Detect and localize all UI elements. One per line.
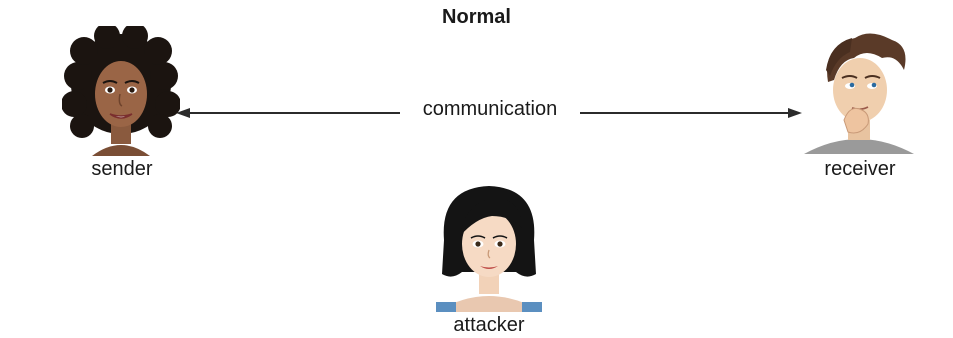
receiver-label: receiver xyxy=(824,158,896,180)
attacker-label: attacker xyxy=(453,314,525,336)
sender-label: sender xyxy=(91,158,153,180)
attacker-avatar xyxy=(430,180,548,312)
receiver-avatar xyxy=(800,24,918,154)
woman-curly-hair-avatar xyxy=(62,26,180,156)
communication-label: communication xyxy=(400,98,580,121)
arrow-head-left xyxy=(176,108,190,118)
arrow-head-right xyxy=(788,108,802,118)
man-thinking-avatar xyxy=(804,33,914,154)
sender-avatar xyxy=(62,26,180,156)
diagram-title: Normal xyxy=(442,6,511,28)
woman-bob-hair-avatar xyxy=(436,186,542,312)
